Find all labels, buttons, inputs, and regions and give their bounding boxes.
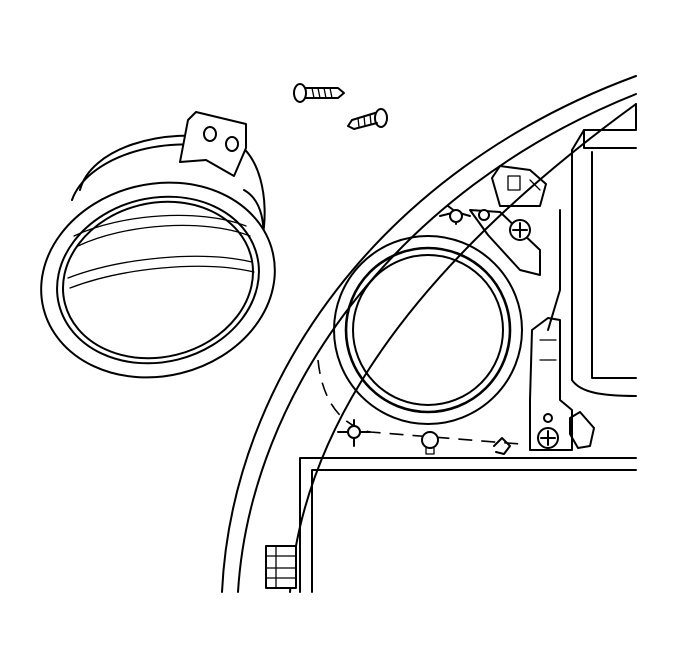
vent-opening-icon [333,235,523,425]
retainer-clip-icon [265,545,297,589]
air-outlet-vent-icon [40,111,276,379]
fastener-clip-icon [337,205,511,455]
screw-icon [293,83,388,130]
mounting-bracket-icon [469,165,595,451]
instrument-panel-icon [221,75,637,593]
screw-lower-right [347,108,388,130]
screw-upper-left [293,83,345,103]
